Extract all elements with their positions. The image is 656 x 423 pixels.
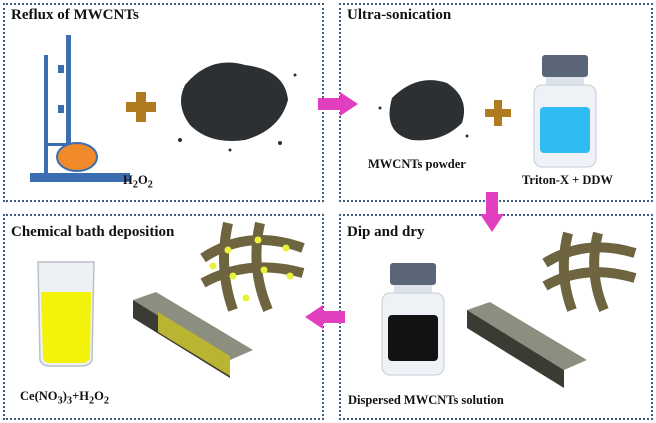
panel-sonication-title: Ultra-sonication: [347, 7, 452, 23]
substrate-slide-icon: [467, 302, 587, 388]
reflux-apparatus-icon: [30, 35, 130, 182]
label-powder: MWCNTs powder: [368, 157, 466, 171]
plus-icon: [126, 92, 156, 122]
substrate-slide-icon: [133, 292, 253, 378]
process-arrow-icon: [318, 92, 358, 116]
label-solution: Dispersed MWCNTs solution: [348, 393, 504, 407]
process-arrow-icon: [480, 192, 504, 232]
label-h2o2: H2O2: [123, 173, 153, 191]
label-triton: Triton-X + DDW: [522, 173, 613, 187]
fabric-mesh-icon: [542, 231, 637, 312]
label-formula: Ce(NO3)3+H2O2: [20, 389, 110, 407]
powder-pile-icon: [178, 62, 297, 152]
process-arrow-icon: [305, 305, 345, 329]
vial-icon: [533, 55, 597, 168]
fabric-mesh-icon: [200, 221, 305, 312]
panel-cbd-title: Chemical bath deposition: [11, 224, 175, 240]
beaker-icon: [37, 261, 95, 367]
panel-reflux-title: Reflux of MWCNTs: [11, 7, 139, 23]
panel-dip-title: Dip and dry: [347, 224, 425, 240]
plus-icon: [485, 100, 511, 126]
vial-icon: [381, 263, 445, 376]
powder-pile-icon: [378, 80, 469, 141]
